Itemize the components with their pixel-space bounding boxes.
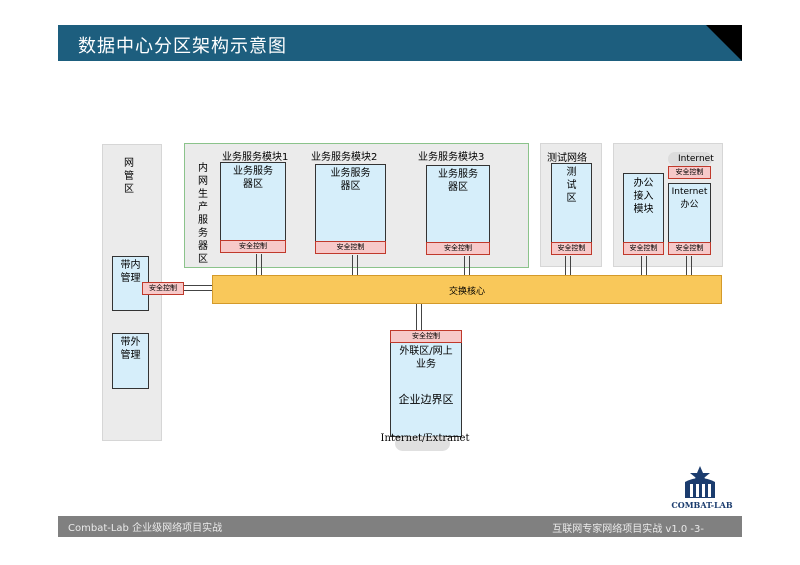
cloud-icon [395,436,450,451]
outband-mgmt-box: 带外管理 [112,333,149,389]
connector-line [184,285,212,286]
footer-left-text: Combat-Lab 企业级网络项目实战 [68,523,223,534]
connector-line [261,254,262,275]
module-1-server-box: 业务服务器区 [220,162,286,246]
connector-line [416,304,417,330]
security-control-module-1: 安全控制 [220,240,286,253]
office-access-box: 办公接入模块 [623,173,664,247]
security-control-internet: 安全控制 [668,166,711,179]
security-control-module-3: 安全控制 [426,242,490,255]
connector-line [421,304,422,330]
cloud-icon [668,152,712,166]
security-control-internet-office: 安全控制 [668,242,711,255]
connector-line [256,254,257,275]
core-switch-label: 交换核心 [448,287,485,297]
mgmt-zone-label: 网管区 [124,158,134,195]
security-control-test: 安全控制 [551,242,592,255]
connector-line [357,255,358,275]
module-1-title: 业务服务模块1 [222,152,289,163]
connector-line [691,256,692,275]
connector-line [646,256,647,275]
extranet-zone-box [390,330,462,437]
security-control-inband: 安全控制 [142,282,184,295]
connector-line [184,290,212,291]
extranet-box-top-label: 外联区/网上业务 [399,346,453,370]
module-2-title: 业务服务模块2 [311,152,378,163]
connector-line [469,256,470,275]
module-3-title: 业务服务模块3 [418,152,485,163]
title-banner: 数据中心分区架构示意图 [58,25,742,61]
internet-extranet-label: Internet/Extranet [380,433,470,444]
footer-right-text: 互联网专家网络项目实战 v1.0 -3- [552,524,704,535]
security-control-office-access: 安全控制 [623,242,664,255]
security-control-extranet: 安全控制 [390,330,462,343]
connector-line [464,256,465,275]
module-2-server-box: 业务服务器区 [315,164,386,246]
connector-line [565,256,566,275]
title-corner-decoration [706,25,742,61]
office-internet-label: Internet [678,154,714,164]
internet-office-box: Internet办公 [668,183,711,247]
test-network-label: 测试网络 [547,153,587,164]
footer-bar: Combat-Lab 企业级网络项目实战 互联网专家网络项目实战 v1.0 -3… [58,516,742,537]
security-control-module-2: 安全控制 [315,241,386,254]
connector-line [352,255,353,275]
combat-lab-logo [685,466,715,498]
connector-line [686,256,687,275]
page-title: 数据中心分区架构示意图 [78,36,287,57]
module-3-server-box: 业务服务器区 [426,165,490,247]
test-zone-box: 测试区 [551,163,592,247]
intranet-zone-label: 内网生产服务器区 [198,163,208,265]
logo-text: COMBAT-LAB [671,500,733,510]
connector-line [570,256,571,275]
connector-line [641,256,642,275]
core-switch: 交换核心 [212,275,722,304]
inband-mgmt-box: 带内管理 [112,256,149,311]
enterprise-border-label: 企业边界区 [398,393,454,406]
